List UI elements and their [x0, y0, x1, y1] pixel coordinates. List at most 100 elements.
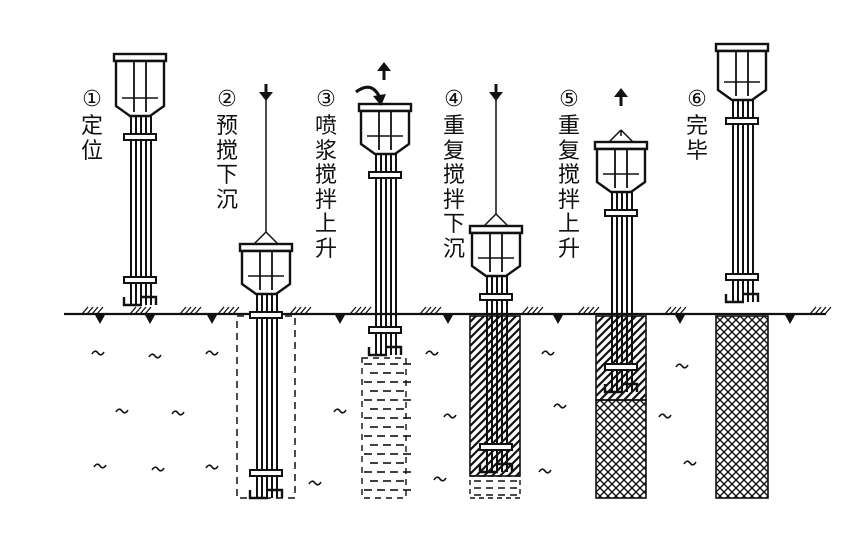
ground-hatch-tick [359, 306, 367, 315]
mixing-blade [248, 490, 268, 500]
ground-hatch-tick [679, 306, 687, 315]
mixing-blade [724, 294, 744, 304]
mixing-blade [387, 345, 403, 355]
mixing-blade [478, 464, 498, 474]
ground-hatch-tick [354, 306, 362, 315]
mixing-blade [744, 292, 760, 302]
machine-6 [714, 42, 770, 304]
rod-clamp [604, 363, 638, 371]
ground-hatch-tick [299, 306, 307, 315]
soil-tilde-mark [443, 413, 457, 419]
ground-triangle-icon [335, 315, 345, 324]
soil-tilde-mark [333, 408, 347, 414]
ground-triangle-icon [675, 315, 685, 324]
ground-hatch-tick [582, 306, 590, 315]
mixing-blade [623, 382, 639, 392]
ground-hatch-tick [189, 306, 197, 315]
ground-hatch-tick [349, 306, 357, 315]
ground-hatch-tick [134, 306, 142, 315]
mixing-blade [603, 384, 623, 394]
rod-clamp [123, 276, 157, 284]
ground-hatch-tick [129, 306, 137, 315]
machine-motor-body [595, 147, 647, 194]
ground-hatch-tick [144, 306, 152, 315]
ground-hatch-tick [96, 306, 104, 315]
column-5-crosshatched [595, 399, 647, 499]
machine-motor-body [240, 249, 292, 296]
soil-tilde-mark [171, 410, 185, 416]
ground-hatch-tick [592, 306, 600, 315]
ground-hatch-tick [819, 306, 827, 315]
machine-4 [468, 100, 524, 474]
up-arrow-icon [614, 88, 628, 106]
soil-tilde-mark [93, 463, 107, 469]
arrow-head [614, 88, 628, 97]
ground-hatch-tick [304, 306, 312, 315]
mixing-blade [268, 488, 284, 498]
rod-clamp [479, 293, 513, 301]
rod-clamp [479, 443, 513, 451]
column-4-hatched [469, 315, 521, 477]
ground-hatch-tick [824, 306, 832, 315]
ground-hatch-tick [434, 306, 442, 315]
ground-hatch-tick [217, 306, 225, 315]
column-3-outline [361, 357, 407, 499]
column-4-slurry-bottom [469, 475, 521, 499]
ground-hatch-tick [222, 306, 230, 315]
ground-hatch-tick [81, 306, 89, 315]
mixing-blade [142, 295, 158, 305]
ground-hatch-tick [294, 306, 302, 315]
ground-hatch-tick [419, 306, 427, 315]
machine-2 [238, 100, 294, 500]
ground-hatch-tick [521, 306, 529, 315]
rod-clamp [249, 311, 283, 319]
machine-motor-body [114, 59, 166, 118]
rod-clamp [604, 209, 638, 217]
rod-clamp [123, 133, 157, 141]
down-arrow-icon [489, 84, 503, 101]
ground-hatch-tick [814, 306, 822, 315]
ground-hatch-tick [531, 306, 539, 315]
arrow-head [377, 62, 391, 71]
rod-clamp [725, 273, 759, 281]
machine-3 [357, 102, 413, 357]
ground-hatch-tick [587, 306, 595, 315]
direction-arrows [259, 62, 628, 106]
rod-clamp [249, 469, 283, 477]
soil-tilde-mark [151, 466, 165, 472]
ground-hatch-tick [184, 306, 192, 315]
ground-triangle-icon [553, 315, 563, 324]
machine-5 [593, 129, 649, 394]
ground-triangle-icon [95, 315, 105, 324]
arrow-head [489, 92, 503, 101]
soil-tilde-mark [675, 363, 689, 369]
mixing-machines [112, 42, 770, 500]
ground-triangle-icon [207, 315, 217, 324]
ground-triangle-icon [443, 315, 453, 324]
mixing-blade [498, 462, 514, 472]
ground-triangle-icon [145, 315, 155, 324]
down-arrow-icon [259, 84, 273, 101]
ground-hatch-tick [429, 306, 437, 315]
ground-hatch-tick [232, 306, 240, 315]
soil-tilde-mark [205, 350, 219, 356]
soil-layer [64, 306, 832, 486]
ground-hatch-tick [227, 306, 235, 315]
ground-hatch-tick [139, 306, 147, 315]
mixing-blade [122, 297, 142, 307]
ground-hatch-tick [577, 306, 585, 315]
ground-hatch-tick [526, 306, 534, 315]
soil-tilde-mark [683, 460, 697, 466]
ground-hatch-tick [91, 306, 99, 315]
soil-tilde-mark [205, 464, 219, 470]
ground-hatch-tick [194, 306, 202, 315]
arrow-head [259, 92, 273, 101]
machine-motor-body [716, 49, 768, 102]
column-3-slurry [361, 357, 411, 499]
curved-arrow-head [373, 94, 386, 106]
ground-hatch-tick [289, 306, 297, 315]
machine-motor-body [359, 109, 411, 156]
soil-tilde-mark [538, 468, 552, 474]
ground-hatch-tick [364, 306, 372, 315]
